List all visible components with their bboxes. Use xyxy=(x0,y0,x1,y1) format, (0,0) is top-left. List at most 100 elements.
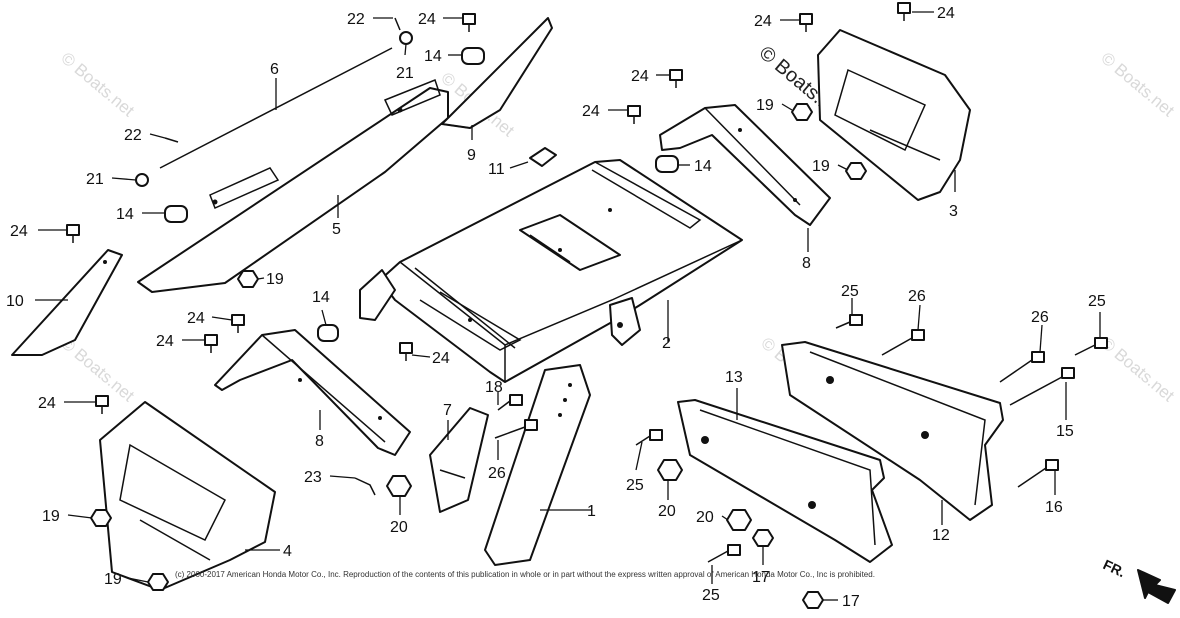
callout: 19 xyxy=(266,271,284,288)
bolt xyxy=(95,395,109,414)
callout: 8 xyxy=(802,255,811,272)
bolt xyxy=(999,351,1045,383)
part-9-bracket xyxy=(441,17,553,129)
bolt xyxy=(231,314,245,333)
part-10-bracket xyxy=(11,249,123,356)
nut xyxy=(845,162,867,180)
callout: 16 xyxy=(1045,499,1063,516)
callout: 26 xyxy=(1031,309,1049,326)
watermark-text: © Boats.net xyxy=(57,334,138,406)
callout: 24 xyxy=(38,395,56,412)
bolt xyxy=(497,394,523,411)
callout: 14 xyxy=(694,158,712,175)
part-13-frame xyxy=(677,399,893,563)
callout: 21 xyxy=(396,65,414,82)
nuts-collars xyxy=(90,31,867,609)
callout: 2 xyxy=(662,335,671,352)
callout: 24 xyxy=(937,5,955,22)
callout: 20 xyxy=(658,503,676,520)
nut xyxy=(791,103,813,121)
part-8-fender-right xyxy=(659,104,831,226)
collar xyxy=(399,31,413,45)
watermark-text: © Boats.net xyxy=(1097,334,1178,406)
callout: 14 xyxy=(424,48,442,65)
leader-lines xyxy=(35,11,1101,601)
part-8-fender-left xyxy=(214,329,411,456)
bolt xyxy=(1074,337,1108,356)
callout: 15 xyxy=(1056,423,1074,440)
direction-label: FR. xyxy=(1101,556,1128,580)
bolt xyxy=(669,69,683,88)
callout: 10 xyxy=(6,293,24,310)
bolt xyxy=(1009,367,1075,406)
bolt xyxy=(835,314,863,329)
bolt xyxy=(627,105,641,124)
callout: 22 xyxy=(347,11,365,28)
part-1-stay xyxy=(484,364,591,566)
callout: 24 xyxy=(10,223,28,240)
nut xyxy=(752,529,774,547)
callout: 24 xyxy=(418,11,436,28)
nut xyxy=(237,270,259,288)
callout-labels: 1 2 3 4 5 6 7 8 8 9 10 11 12 13 14 14 14… xyxy=(6,5,1106,610)
bolt xyxy=(799,13,813,32)
callout: 20 xyxy=(696,509,714,526)
callout: 25 xyxy=(626,477,644,494)
nut xyxy=(657,459,683,481)
nut xyxy=(90,509,112,527)
callout: 20 xyxy=(390,519,408,536)
callout: 17 xyxy=(752,569,770,586)
bolt xyxy=(494,419,538,439)
callout: 19 xyxy=(756,97,774,114)
callout: 24 xyxy=(754,13,772,30)
callout: 5 xyxy=(332,221,341,238)
callout: 6 xyxy=(270,61,279,78)
nut xyxy=(726,509,752,531)
nut xyxy=(802,591,824,609)
copyright-notice: (c) 2000-2017 American Honda Motor Co., … xyxy=(175,570,875,579)
part-2-center-cover xyxy=(359,159,743,383)
callout: 25 xyxy=(1088,293,1106,310)
part-3-side-cover xyxy=(817,29,971,201)
watermark-text: © Boats.net xyxy=(1097,49,1178,121)
callout: 1 xyxy=(587,503,596,520)
nut xyxy=(147,573,169,591)
callout: 17 xyxy=(842,593,860,610)
callout: 22 xyxy=(124,127,142,144)
callout: 24 xyxy=(582,103,600,120)
callout: 4 xyxy=(283,543,292,560)
bolt xyxy=(881,329,925,356)
bolt xyxy=(707,544,741,563)
callout: 25 xyxy=(702,587,720,604)
watermark-text: © Boats.net xyxy=(57,49,138,121)
collar xyxy=(135,173,149,187)
callout: 13 xyxy=(725,369,743,386)
bolt xyxy=(635,429,663,446)
callout: 19 xyxy=(42,508,60,525)
callout: 11 xyxy=(488,161,505,178)
part-11-grommet xyxy=(529,147,557,167)
bolt xyxy=(399,342,413,361)
callout: 14 xyxy=(116,206,134,223)
part-7-bracket xyxy=(429,407,489,513)
callout: 23 xyxy=(304,469,322,486)
callout: 7 xyxy=(443,402,452,419)
callout: 19 xyxy=(812,158,830,175)
callout: 9 xyxy=(467,147,476,164)
callout: 18 xyxy=(485,379,503,396)
bolt xyxy=(462,13,476,32)
callout: 14 xyxy=(312,289,330,306)
callout: 24 xyxy=(156,333,174,350)
part-4-side-cover xyxy=(99,401,276,591)
callout: 26 xyxy=(908,288,926,305)
callout: 8 xyxy=(315,433,324,450)
callout: 24 xyxy=(187,310,205,327)
bolt xyxy=(204,334,218,353)
bolt xyxy=(1017,459,1059,488)
collar xyxy=(164,205,188,223)
callout: 19 xyxy=(104,571,122,588)
callout: 12 xyxy=(932,527,950,544)
part-12-frame xyxy=(781,341,1004,521)
bolt xyxy=(897,2,911,21)
